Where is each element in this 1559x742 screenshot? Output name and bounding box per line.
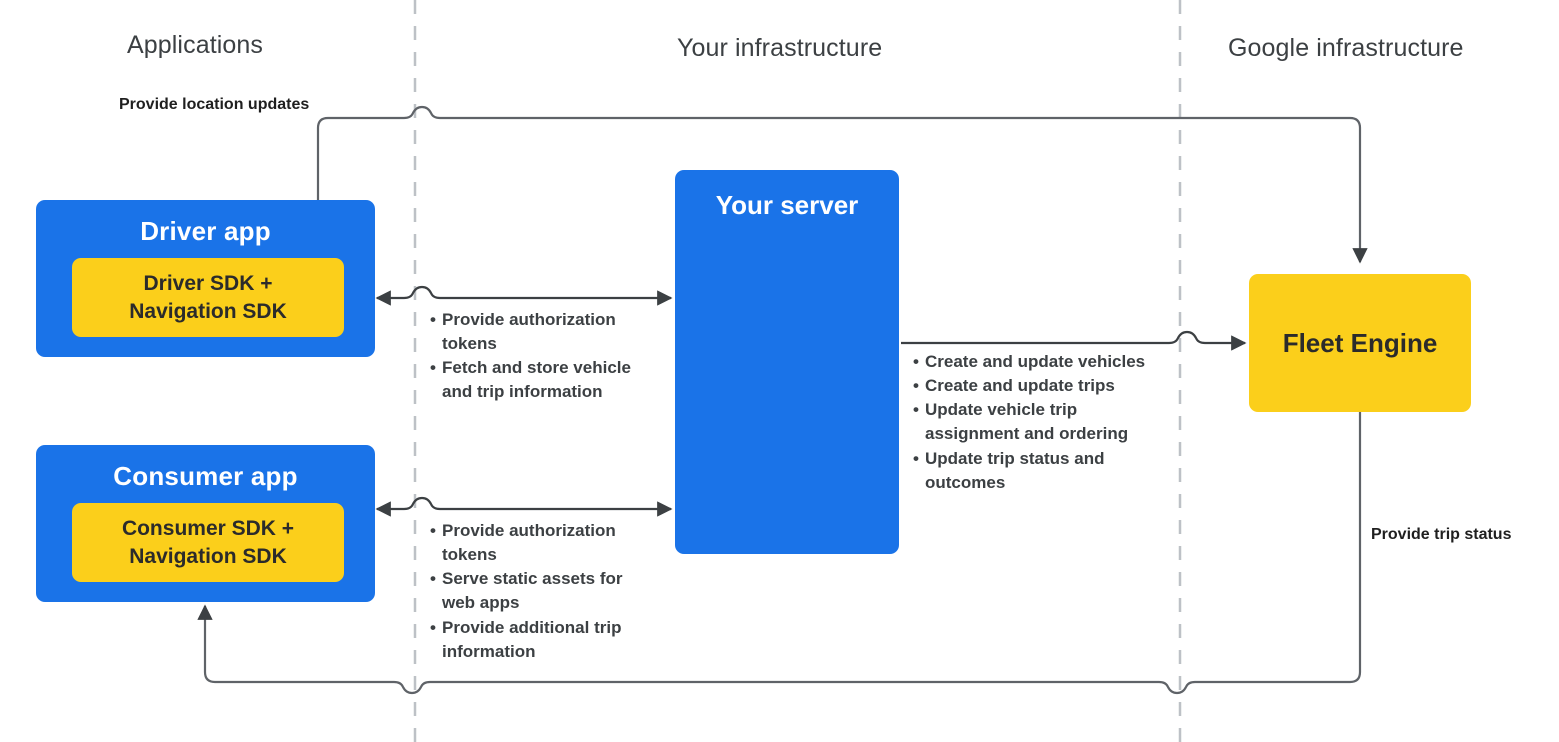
bullet-list: Create and update vehiclesCreate and upd…	[913, 350, 1169, 495]
bullet-item: Provide additional trip information	[430, 616, 658, 664]
bullet-item: Create and update vehicles	[913, 350, 1169, 374]
node-consumer-app[interactable]: Consumer app Consumer SDK + Navigation S…	[36, 445, 375, 602]
bullet-item: Create and update trips	[913, 374, 1169, 398]
bullet-item: Update trip status and outcomes	[913, 447, 1169, 495]
consumer-sdk-line-1: Consumer SDK +	[121, 516, 295, 540]
column-heading-your-infrastructure: Your infrastructure	[677, 34, 883, 62]
bullet-item: Fetch and store vehicle and trip informa…	[430, 356, 658, 404]
bullet-item: Provide authorization tokens	[430, 519, 658, 567]
bullet-list: Provide authorization tokensFetch and st…	[430, 308, 658, 405]
edge-bullets-consumer-app-your-server: Provide authorization tokensServe static…	[430, 519, 658, 664]
driver-sdk-line-2: Navigation SDK	[129, 299, 287, 323]
fleet-engine-title: Fleet Engine	[1282, 327, 1438, 358]
bullet-item: Update vehicle trip assignment and order…	[913, 398, 1169, 446]
node-driver-sdk[interactable]: Driver SDK + Navigation SDK	[72, 258, 344, 337]
your-server-title: Your server	[715, 190, 859, 220]
edge-bullets-driver-app-your-server: Provide authorization tokensFetch and st…	[430, 308, 658, 405]
node-your-server[interactable]: Your server	[675, 170, 899, 554]
edge-consumer-app-your-server	[375, 496, 673, 517]
bullet-list: Provide authorization tokensServe static…	[430, 519, 658, 664]
driver-sdk-line-1: Driver SDK +	[143, 271, 273, 295]
edge-driver-app-your-server	[375, 285, 673, 306]
edge-label-provide-trip-status: Provide trip status	[1371, 526, 1512, 543]
node-consumer-sdk[interactable]: Consumer SDK + Navigation SDK	[72, 503, 344, 582]
bullet-item: Serve static assets for web apps	[430, 567, 658, 615]
column-heading-applications: Applications	[127, 31, 264, 59]
node-driver-app[interactable]: Driver app Driver SDK + Navigation SDK	[36, 200, 375, 357]
consumer-sdk-line-2: Navigation SDK	[129, 544, 287, 568]
edge-label-provide-location-updates: Provide location updates	[119, 96, 310, 113]
driver-app-title: Driver app	[140, 216, 271, 246]
edge-bullets-your-server-fleet-engine: Create and update vehiclesCreate and upd…	[913, 350, 1169, 495]
node-fleet-engine[interactable]: Fleet Engine	[1249, 274, 1471, 412]
bullet-item: Provide authorization tokens	[430, 308, 658, 356]
consumer-app-title: Consumer app	[113, 461, 298, 491]
edge-your-server-to-fleet-engine	[901, 330, 1247, 351]
column-heading-google-infrastructure: Google infrastructure	[1228, 34, 1464, 62]
